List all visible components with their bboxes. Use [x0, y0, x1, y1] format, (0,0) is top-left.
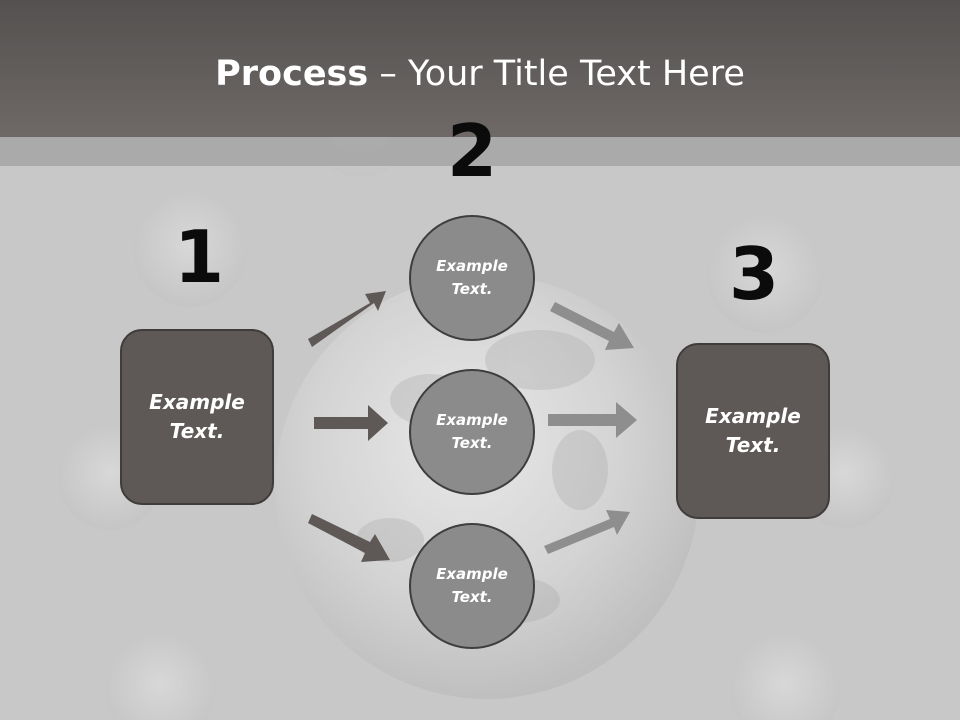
arrow-middle-to-right: [548, 402, 637, 438]
arrow-left-to-top: [308, 291, 386, 347]
right-box-line1: Example: [705, 404, 801, 428]
moon-small-6: [730, 635, 840, 720]
arrow-left-to-middle: [314, 405, 388, 441]
right-box: Example Text.: [676, 343, 830, 519]
circle-bottom-line1: Example: [436, 565, 508, 583]
arrow-bottom-to-right: [544, 510, 630, 554]
header-bar: [0, 0, 960, 137]
circle-bottom-line2: Text.: [451, 588, 493, 606]
circle-middle: Example Text.: [409, 369, 535, 495]
left-box-line2: Text.: [169, 419, 225, 443]
circle-top: Example Text.: [409, 215, 535, 341]
circle-middle-line2: Text.: [451, 434, 493, 452]
title-rest: – Your Title Text Here: [368, 54, 745, 94]
step-number-3: 3: [728, 232, 780, 316]
step-number-1: 1: [173, 215, 225, 299]
left-box-line1: Example: [149, 390, 245, 414]
circle-middle-line1: Example: [436, 411, 508, 429]
arrow-top-to-right: [550, 302, 634, 350]
moon-small-3: [707, 217, 823, 333]
title-bold: Process: [215, 54, 369, 94]
left-box: Example Text.: [120, 329, 274, 505]
step-number-2: 2: [446, 109, 498, 193]
header-band: [0, 137, 960, 166]
arrow-left-to-bottom: [308, 514, 390, 562]
moon-small-5: [105, 635, 215, 720]
circle-top-line2: Text.: [451, 280, 493, 298]
circle-bottom: Example Text.: [409, 523, 535, 649]
moon-small-1: [133, 193, 247, 307]
slide-title: Process – Your Title Text Here: [0, 52, 960, 96]
circle-top-line1: Example: [436, 257, 508, 275]
right-box-line2: Text.: [725, 433, 781, 457]
